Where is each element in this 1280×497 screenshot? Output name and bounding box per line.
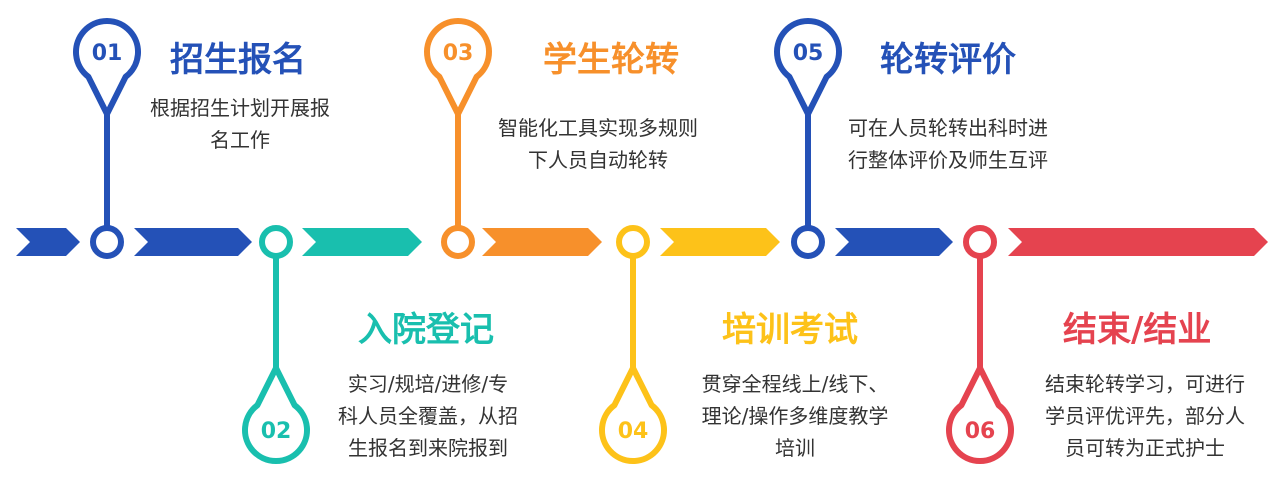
timeline-arrow-segment <box>1008 228 1268 256</box>
step-04-title: 培训考试 <box>722 310 858 350</box>
pin-badge <box>774 18 842 117</box>
step-01-title: 招生报名 <box>170 40 306 80</box>
step-04-description: 贯穿全程线上/线下、 理论/操作多维度教学 培训 <box>675 368 915 464</box>
step-number: 06 <box>965 419 996 444</box>
timeline-arrow-segment <box>302 228 422 256</box>
step-02-desc-line: 实习/规培/进修/专 <box>347 372 509 396</box>
step-03-desc-line: 智能化工具实现多规则 <box>498 116 698 140</box>
pin-badge <box>599 365 667 464</box>
step-03-title: 学生轮转 <box>543 40 679 80</box>
timeline-dot <box>791 225 825 259</box>
step-number: 02 <box>261 419 292 444</box>
timeline-arrow-segment <box>16 228 80 256</box>
step-05-desc-line: 可在人员轮转出科时进 <box>848 116 1048 140</box>
timeline-arrow-segment <box>835 228 953 256</box>
step-01-desc-line: 名工作 <box>210 128 270 152</box>
step-number: 01 <box>92 41 123 66</box>
timeline-dot <box>963 225 997 259</box>
timeline-arrow-segment <box>134 228 252 256</box>
step-01-description: 根据招生计划开展报 名工作 <box>135 92 345 156</box>
step-03-desc-line: 下人员自动轮转 <box>528 148 668 172</box>
step-02-desc-line: 科人员全覆盖，从招 <box>338 404 518 428</box>
timeline-dot <box>259 225 293 259</box>
timeline-dot <box>441 225 475 259</box>
step-04-desc-line: 培训 <box>775 436 815 460</box>
step-06-desc-line: 员可转为正式护士 <box>1065 436 1225 460</box>
pin-badge <box>424 18 492 117</box>
step-03-description: 智能化工具实现多规则 下人员自动轮转 <box>478 112 718 176</box>
step-05-title: 轮转评价 <box>880 40 1016 80</box>
timeline-dot <box>616 225 650 259</box>
timeline-dot <box>90 225 124 259</box>
step-06-desc-line: 学员评优评先，部分人 <box>1045 404 1245 428</box>
step-05-description: 可在人员轮转出科时进 行整体评价及师生互评 <box>828 112 1068 176</box>
pin-badge <box>73 18 141 117</box>
step-number: 04 <box>618 419 649 444</box>
step-01-desc-line: 根据招生计划开展报 <box>150 96 330 120</box>
step-number: 03 <box>443 41 474 66</box>
step-number: 05 <box>793 41 824 66</box>
step-05-desc-line: 行整体评价及师生互评 <box>848 148 1048 172</box>
step-04-desc-line: 贯穿全程线上/线下、 <box>701 372 889 396</box>
step-02-description: 实习/规培/进修/专 科人员全覆盖，从招 生报名到来院报到 <box>318 368 538 464</box>
step-06-desc-line: 结束轮转学习，可进行 <box>1045 372 1245 396</box>
pin-badge <box>242 365 310 464</box>
step-02-title: 入院登记 <box>358 310 494 350</box>
step-02-desc-line: 生报名到来院报到 <box>348 436 508 460</box>
step-04-desc-line: 理论/操作多维度教学 <box>701 404 889 428</box>
step-06-description: 结束轮转学习，可进行 学员评优评先，部分人 员可转为正式护士 <box>1025 368 1265 464</box>
pin-badge <box>946 365 1014 464</box>
timeline-arrow-segment <box>660 228 780 256</box>
timeline-arrow-segment <box>482 228 602 256</box>
step-06-title: 结束/结业 <box>1063 310 1212 350</box>
